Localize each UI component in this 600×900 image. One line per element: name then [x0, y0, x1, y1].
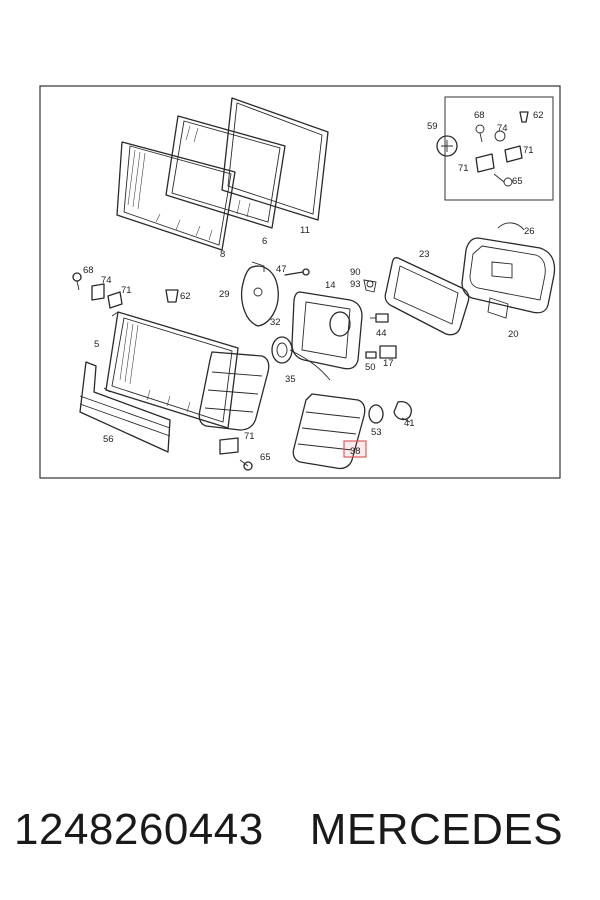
bulb-seal-32: [271, 336, 331, 381]
label-62-left: 62: [180, 291, 191, 302]
headlamp-lens-8: [116, 141, 236, 251]
hardware-left: [72, 272, 253, 471]
label-90: 90: [350, 267, 361, 278]
mounting-frame-56: [79, 361, 171, 453]
label-50: 50: [365, 362, 376, 373]
label-11: 11: [300, 225, 310, 236]
housing-gasket-23: [384, 257, 470, 336]
bulbs: [365, 313, 412, 424]
label-68-left: 68: [83, 265, 94, 276]
label-44: 44: [376, 328, 387, 339]
lens-frame-11: [221, 97, 329, 221]
label-65-inset: 65: [512, 176, 523, 187]
label-20: 20: [508, 329, 519, 340]
label-68-inset: 68: [474, 110, 485, 121]
brand-name: MERCEDES: [309, 805, 564, 854]
inset-detail-box: [444, 96, 554, 201]
turn-signal-housing: [198, 351, 270, 431]
label-62-inset: 62: [533, 110, 544, 121]
label-26: 26: [524, 226, 535, 237]
label-29: 29: [219, 289, 230, 300]
label-71-inset-left: 71: [458, 163, 469, 174]
label-5: 5: [94, 339, 99, 350]
label-71-left: 71: [121, 285, 132, 296]
label-17: 17: [383, 358, 394, 369]
label-32: 32: [270, 317, 281, 328]
label-8: 8: [220, 249, 225, 260]
label-71-inset-right: 71: [523, 145, 534, 156]
label-93: 93: [350, 279, 361, 290]
label-23: 23: [419, 249, 430, 260]
label-14: 14: [325, 280, 336, 291]
adjuster-29: [240, 261, 310, 327]
label-41: 41: [404, 418, 415, 429]
label-56: 56: [103, 434, 114, 445]
label-71-bottom: 71: [244, 431, 255, 442]
exploded-parts-diagram: 8 6 11 59 68 74 62 71 71 65 26 23 20 68 …: [39, 85, 561, 479]
label-65-bottom: 65: [260, 452, 271, 463]
part-number: 1248260443: [14, 805, 264, 854]
lens-gasket-6: [165, 115, 286, 229]
turn-signal-lens-38: [292, 393, 366, 470]
label-59: 59: [427, 121, 438, 132]
label-74-inset: 74: [497, 123, 508, 134]
inset-parts: [436, 111, 529, 187]
reflector-14: [291, 279, 377, 370]
label-38: 38: [350, 446, 361, 457]
label-6: 6: [262, 236, 267, 247]
highlighted-part-box: [343, 440, 367, 458]
label-35: 35: [285, 374, 296, 385]
caption-bar: 1248260443 MERCEDES: [14, 800, 594, 860]
label-47: 47: [276, 264, 287, 275]
lamp-housing-20: [461, 222, 556, 319]
label-74-left: 74: [101, 275, 112, 286]
label-53: 53: [371, 427, 382, 438]
